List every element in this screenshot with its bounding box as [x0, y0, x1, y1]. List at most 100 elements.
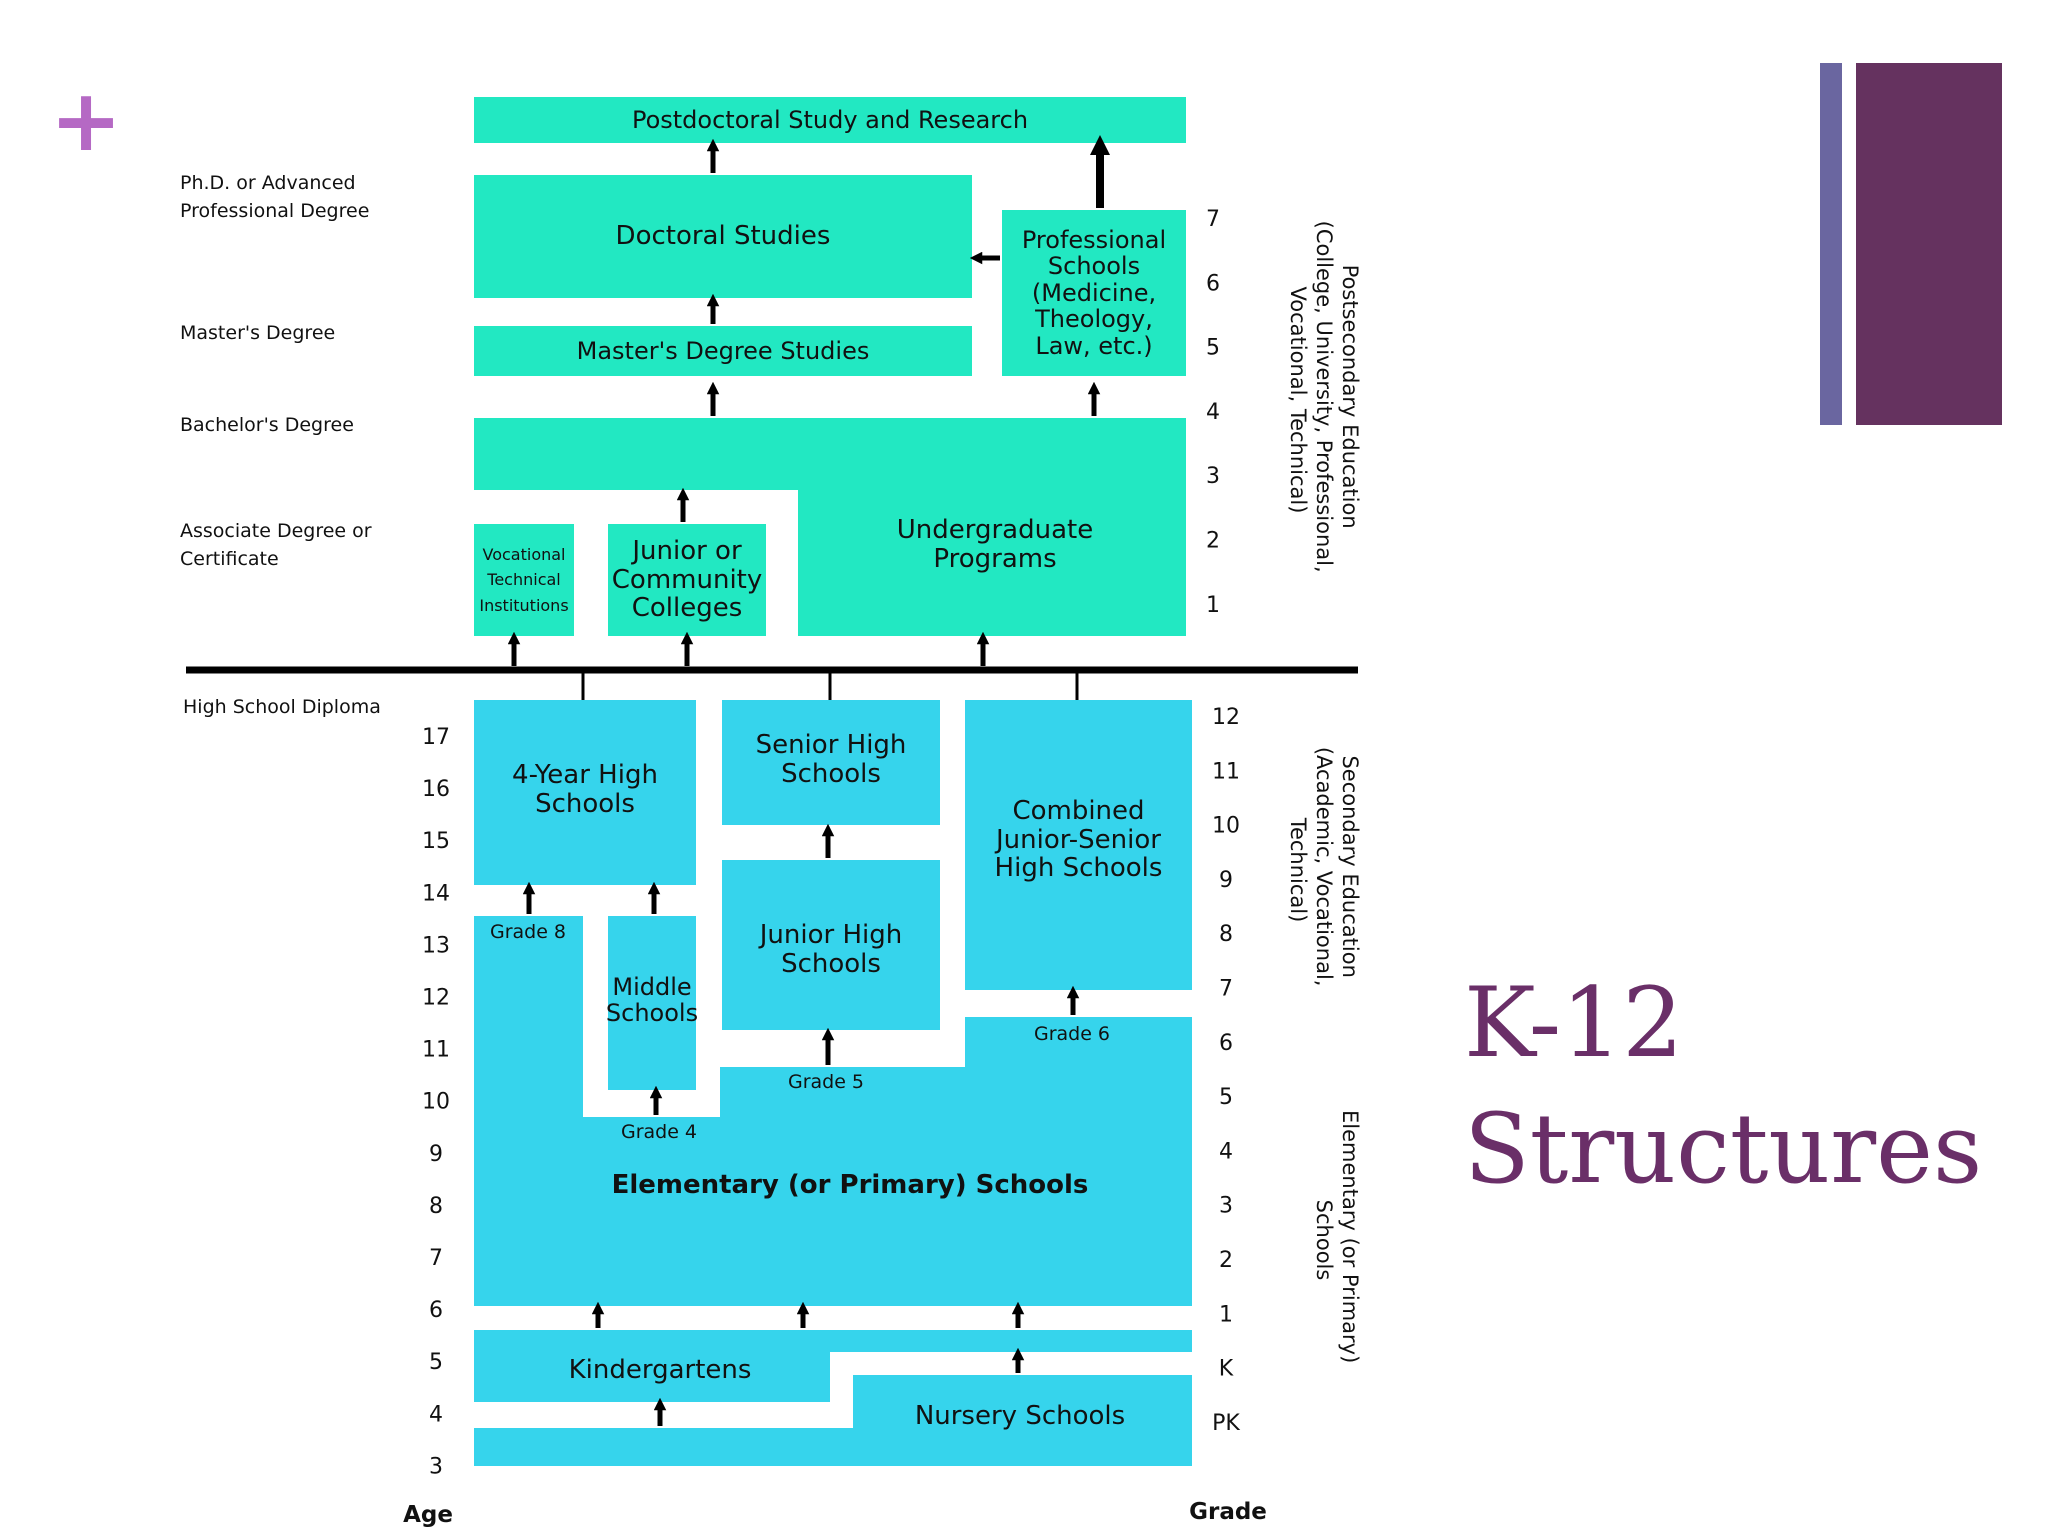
year-tick: 3 [1206, 464, 1220, 489]
age-axis: 17 16 15 14 13 12 11 10 9 8 7 6 5 4 3 [422, 725, 450, 1479]
plus-icon: + [50, 71, 123, 171]
entry-label-grade-6: Grade 6 [1034, 1023, 1110, 1045]
four-year-hs-box [474, 700, 696, 885]
middle-schools-label: Middle Schools [605, 972, 699, 1027]
age-tick: 4 [429, 1402, 443, 1427]
section-label-secondary-line-1: Secondary Education [1338, 755, 1362, 977]
age-tick: 7 [429, 1246, 443, 1271]
age-tick: 17 [422, 725, 450, 750]
nursery-label: Nursery Schools [914, 1400, 1126, 1431]
grade-tick: 6 [1219, 1031, 1233, 1056]
year-tick: 5 [1206, 336, 1220, 361]
elementary-box [474, 916, 1192, 1306]
grade-tick: 5 [1219, 1085, 1233, 1110]
age-tick: 8 [429, 1194, 443, 1219]
grade-axis: 12 11 10 9 8 7 6 5 4 3 2 1K PK [1212, 705, 1240, 1436]
middle-schools-box [608, 916, 696, 1090]
year-tick: 1 [1206, 593, 1220, 618]
slide-title-line-2: Structures [1464, 1093, 1983, 1205]
entry-label-grade-8: Grade 8 [490, 921, 566, 943]
degree-label-phd: Ph.D. or Advanced Professional Degree [180, 172, 370, 222]
age-tick: 9 [429, 1142, 443, 1167]
combined-hs-box [965, 700, 1192, 990]
age-tick: 16 [422, 777, 450, 802]
degree-label-associate: Associate Degree or Certificate [180, 520, 372, 570]
vocational-box [474, 524, 574, 636]
age-tick: 15 [422, 829, 450, 854]
masters-box [474, 326, 972, 376]
section-label-elementary-line-2: Schools [1312, 1200, 1336, 1281]
nursery-box [474, 1375, 1192, 1466]
year-tick: 4 [1206, 400, 1220, 425]
decorative-bar-wide [1856, 63, 2002, 425]
elementary-label: Elementary (or Primary) Schools [611, 1169, 1089, 1200]
professional-box [1002, 210, 1186, 376]
degree-label-masters: Master's Degree [180, 322, 336, 344]
vocational-label: Vocational Technical Institutions [479, 544, 569, 615]
age-tick: 5 [429, 1350, 443, 1375]
undergrad-label: Undergraduate Programs [896, 515, 1094, 574]
grade-axis-label: Grade [1189, 1499, 1267, 1525]
doctoral-box [474, 175, 972, 298]
age-tick: 12 [422, 986, 450, 1011]
grade-tick: 3 [1219, 1194, 1233, 1219]
junior-high-box [722, 860, 940, 1030]
section-label-postsecondary-line-3: Vocational, Technical) [1286, 287, 1310, 514]
grade-tick: 2 [1219, 1248, 1233, 1273]
age-tick: 11 [422, 1038, 450, 1063]
postdoc-box [474, 97, 1186, 143]
degree-label-hs-diploma: High School Diploma [183, 696, 381, 718]
postdoc-label: Postdoctoral Study and Research [631, 105, 1029, 134]
undergrad-box [474, 418, 1186, 636]
professional-label: Professional Schools (Medicine, Theology… [1021, 226, 1167, 360]
slide-title: K-12 Structures [1464, 960, 1982, 1212]
grade-tick: PK [1212, 1411, 1240, 1436]
age-tick: 14 [422, 881, 450, 906]
grade-tick: 8 [1219, 922, 1233, 947]
doctoral-label: Doctoral Studies [615, 221, 831, 252]
decorative-bar-thin [1820, 63, 1842, 425]
entry-label-grade-5: Grade 5 [788, 1071, 864, 1093]
kindergarten-label: Kindergartens [568, 1354, 752, 1385]
section-label-elementary-line-1: Elementary (or Primary) [1338, 1110, 1362, 1363]
senior-high-box [722, 700, 940, 825]
entry-label-grade-4: Grade 4 [621, 1121, 697, 1143]
section-label-postsecondary-line-1: Postsecondary Education [1338, 265, 1362, 529]
year-tick: 7 [1206, 207, 1220, 232]
grade-tick: 9 [1219, 868, 1233, 893]
year-tick: 6 [1206, 271, 1220, 296]
age-tick: 10 [422, 1090, 450, 1115]
year-tick: 2 [1206, 529, 1220, 554]
section-label-postsecondary-line-2: (College, University, Professional, [1312, 221, 1336, 573]
age-axis-label: Age [403, 1502, 453, 1528]
section-label-secondary-line-3: Technical) [1286, 817, 1310, 923]
grade-tick: 4 [1219, 1139, 1233, 1164]
grade-tick: K [1219, 1357, 1234, 1382]
combined-hs-label: Combined Junior-Senior High Schools [994, 796, 1163, 884]
section-label-secondary: Secondary Education (Academic, Vocationa… [1286, 747, 1362, 993]
postsecondary-boxes [474, 97, 1186, 636]
masters-label: Master's Degree Studies [576, 336, 870, 365]
grade-tick: 12 [1212, 705, 1240, 730]
junior-high-label: Junior High Schools [759, 920, 903, 979]
k12-boxes [474, 700, 1192, 1466]
grade-tick: 10 [1212, 814, 1240, 839]
section-label-postsecondary: Postsecondary Education (College, Univer… [1286, 221, 1362, 580]
flow-arrows [507, 135, 1110, 1426]
postsecondary-year-axis: 7 6 5 4 3 2 1 [1206, 207, 1220, 618]
grade-tick: 1 [1219, 1302, 1233, 1327]
community-label: Junior or Community Colleges [611, 536, 763, 624]
age-tick: 13 [422, 933, 450, 958]
age-tick: 3 [429, 1454, 443, 1479]
section-label-elementary: Elementary (or Primary) Schools [1312, 1110, 1362, 1370]
section-label-secondary-line-2: (Academic, Vocational, [1312, 747, 1336, 987]
community-box [608, 524, 766, 636]
degree-label-bachelors: Bachelor's Degree [180, 414, 354, 436]
slide-title-line-1: K-12 [1464, 967, 1684, 1079]
grade-tick: 7 [1219, 977, 1233, 1002]
four-year-hs-label: 4-Year High Schools [512, 760, 658, 819]
age-tick: 6 [429, 1298, 443, 1323]
grade-tick: 11 [1212, 759, 1240, 784]
senior-high-label: Senior High Schools [755, 730, 907, 789]
